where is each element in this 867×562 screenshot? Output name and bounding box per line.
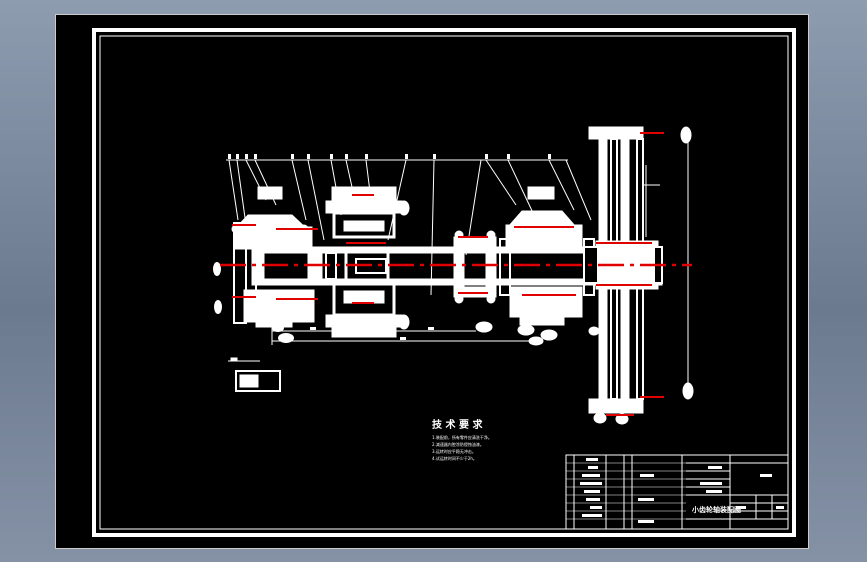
title-block-fills: [580, 458, 784, 523]
tech-requirement-1: 1.装配前，所有零件应清洗干净。: [432, 434, 492, 440]
tech-requirements-title: 技 术 要 求: [432, 418, 483, 431]
part-number-ticks: [228, 154, 551, 159]
tech-requirement-2: 2.减速器内腔涂防侵蚀油漆。: [432, 441, 484, 447]
leader-lines: [226, 159, 592, 296]
tech-requirement-3: 3.运转时应平稳无冲击。: [432, 448, 476, 454]
dimension-ticks: [310, 327, 434, 340]
drawing-name: 小齿轮轴装配图: [691, 505, 741, 514]
middle-gear: [325, 186, 410, 338]
assembly-drawing: 技 术 要 求 1.装配前，所有零件应清洗干净。 2.减速器内腔涂防侵蚀油漆。 …: [92, 28, 796, 537]
title-block-rows: [566, 462, 686, 520]
tech-requirement-4: 4.试运转时间不少于2h。: [432, 455, 477, 461]
large-wheel: [583, 126, 694, 425]
detail-view: [228, 357, 281, 392]
drawing-sheet: 技 术 要 求 1.装配前，所有零件应清洗干净。 2.减速器内腔涂防侵蚀油漆。 …: [55, 14, 809, 549]
title-block: [565, 454, 789, 530]
vertical-centerlines: [232, 132, 664, 416]
inner-frame: [99, 35, 789, 530]
left-bearing-housing: [231, 186, 315, 328]
right-bearing-housing: [499, 186, 595, 346]
outer-frame: [92, 28, 796, 537]
dimension-lines: [271, 320, 536, 345]
